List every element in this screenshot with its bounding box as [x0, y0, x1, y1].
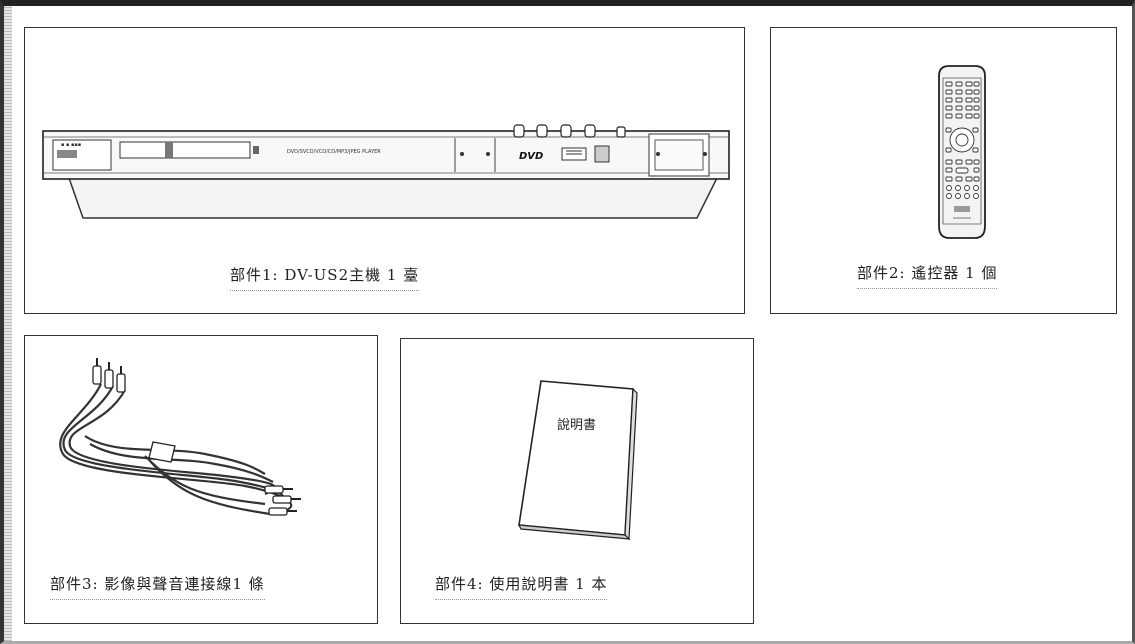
dvd-logo: DVD	[519, 151, 543, 162]
dvd-player-illustration: ▪ ▪ ▪▪▪ DVD/SVCD/VCD/CD/MP3/JPEG PLAYER …	[42, 124, 730, 219]
part3-panel: 部件3: 影像與聲音連接線1 條	[24, 335, 378, 624]
part4-caption: 部件4: 使用說明書 1 本	[435, 573, 608, 600]
part3-caption: 部件3: 影像與聲音連接線1 條	[50, 573, 265, 600]
av-cable-illustration	[59, 358, 301, 516]
remote-control-illustration	[938, 65, 986, 239]
page-edge-shading	[4, 6, 12, 641]
part2-caption: 部件2: 遙控器 1 個	[857, 262, 998, 289]
player-panel-text: DVD/SVCD/VCD/CD/MP3/JPEG PLAYER	[287, 149, 381, 155]
manual-cover-title: 說明書	[557, 417, 596, 433]
part4-panel: 說明書 部件4: 使用說明書 1 本	[400, 338, 754, 624]
part1-panel: ▪ ▪ ▪▪▪ DVD/SVCD/VCD/CD/MP3/JPEG PLAYER …	[24, 27, 745, 314]
svg-text:▪ ▪ ▪▪▪: ▪ ▪ ▪▪▪	[61, 142, 81, 148]
part2-panel: 部件2: 遙控器 1 個	[770, 27, 1117, 314]
manual-booklet-illustration: 說明書	[517, 380, 638, 541]
part1-caption: 部件1: DV-US2主機 1 臺	[230, 264, 420, 291]
